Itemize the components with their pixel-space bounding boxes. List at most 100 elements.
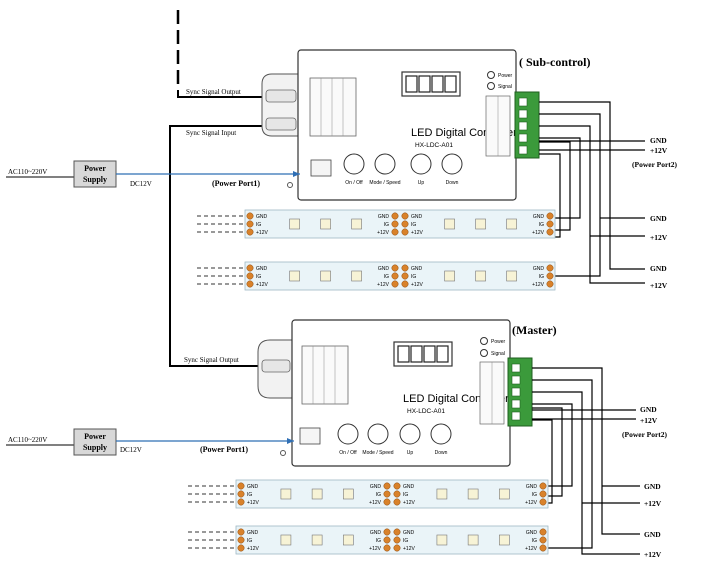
on-off-button-sub [343, 153, 365, 175]
svg-text:GND: GND [650, 136, 667, 145]
power-port1-label-master: (Power Port1) [200, 445, 248, 454]
ac-label-sub: AC110~220V [8, 168, 47, 176]
led-chip [506, 270, 517, 282]
ac-label-master: AC110~220V [8, 436, 47, 444]
svg-text:GND: GND [411, 266, 423, 272]
svg-text:Power: Power [84, 432, 106, 441]
svg-text:GND: GND [403, 530, 415, 536]
led-chip [475, 218, 486, 230]
svg-text:GND: GND [650, 264, 667, 273]
led-chip [499, 534, 510, 546]
sync-output-wire-sub [177, 90, 262, 98]
dc-label-master: DC12V [120, 446, 142, 454]
svg-text:Supply: Supply [83, 175, 107, 184]
power-port2-wires-master [532, 367, 640, 555]
svg-text:GND: GND [370, 530, 382, 536]
svg-text:IG: IG [539, 222, 544, 228]
up-button-master [399, 423, 421, 445]
svg-text:Signal: Signal [498, 84, 512, 90]
led-chip [506, 218, 517, 230]
svg-text:IG: IG [247, 492, 252, 498]
power-indicator-sub [487, 71, 495, 79]
svg-text:GND: GND [247, 484, 259, 490]
led-chip [320, 270, 331, 282]
sync-link-wire [169, 125, 262, 367]
power-indicator-master [480, 337, 488, 345]
terminal-block-master [507, 357, 533, 427]
mode-speed-button-sub [374, 153, 396, 175]
svg-text:Supply: Supply [83, 443, 107, 452]
led-chip [499, 488, 510, 500]
svg-text:IG: IG [376, 538, 381, 544]
led-chip [475, 270, 486, 282]
led-chip [311, 488, 323, 500]
controller-model-master: HX-LDC-A01 [407, 408, 445, 415]
svg-text:GND: GND [247, 530, 259, 536]
svg-text:Mode / Speed: Mode / Speed [362, 450, 393, 456]
svg-text:IG: IG [403, 538, 408, 544]
svg-text:GND: GND [411, 214, 423, 220]
svg-text:+12V: +12V [650, 233, 668, 242]
svg-text:GND: GND [370, 484, 382, 490]
svg-text:GND: GND [256, 266, 268, 272]
sync-connector-sub [261, 73, 299, 137]
led-chip [444, 218, 455, 230]
svg-text:GND: GND [650, 214, 667, 223]
svg-text:Mode / Speed: Mode / Speed [369, 180, 400, 186]
svg-text:+12V: +12V [650, 146, 668, 155]
svg-text:Up: Up [407, 450, 414, 456]
svg-text:GND: GND [640, 405, 657, 414]
svg-text:GND: GND [378, 214, 390, 220]
svg-text:GND: GND [533, 214, 545, 220]
svg-text:Up: Up [418, 180, 425, 186]
svg-text:IG: IG [403, 492, 408, 498]
svg-text:IG: IG [532, 492, 537, 498]
controller-model-sub: HX-LDC-A01 [415, 142, 453, 149]
power-port2-label-sub: (Power Port2) [632, 160, 678, 169]
svg-text:+12V: +12V [403, 500, 415, 506]
led-chip [436, 534, 448, 546]
svg-text:+12V: +12V [377, 282, 389, 288]
svg-text:+12V: +12V [532, 230, 544, 236]
sync-output-label-master: Sync Signal Output [184, 356, 239, 364]
sync-connector-master [257, 339, 293, 399]
svg-text:GND: GND [644, 482, 661, 491]
svg-text:IG: IG [384, 222, 389, 228]
svg-text:IG: IG [256, 222, 261, 228]
svg-text:Power: Power [84, 164, 106, 173]
led-strips-master: GND GND IG IG +12V +12V GND GND IG IG +12V +12V GND G… [188, 479, 549, 555]
led-chip [467, 488, 479, 500]
svg-text:+12V: +12V [403, 546, 415, 552]
svg-text:IG: IG [384, 274, 389, 280]
led-chip [289, 218, 300, 230]
svg-text:IG: IG [539, 274, 544, 280]
svg-text:Down: Down [446, 180, 459, 186]
led-chip [320, 218, 331, 230]
dc-jack-sub [310, 159, 332, 177]
svg-text:GND: GND [526, 530, 538, 536]
svg-text:+12V: +12V [369, 546, 381, 552]
svg-text:GND: GND [378, 266, 390, 272]
svg-text:+12V: +12V [369, 500, 381, 506]
led-chip [444, 270, 455, 282]
led-chip [311, 534, 323, 546]
power-port1-label-sub: (Power Port1) [212, 179, 260, 188]
svg-text:+12V: +12V [525, 500, 537, 506]
svg-text:IG: IG [411, 222, 416, 228]
svg-text:+12V: +12V [532, 282, 544, 288]
led-strips-sub: GND GND IG IG +12V +12V GND GND IG IG +12V +12V GND G… [197, 209, 556, 291]
sync-output-label-sub: Sync Signal Output [186, 88, 241, 96]
led-chip [280, 488, 292, 500]
terminal-block-sub [514, 91, 540, 159]
svg-text:+12V: +12V [247, 546, 259, 552]
svg-text:+12V: +12V [411, 282, 423, 288]
led-chip [343, 534, 354, 546]
on-off-button-master [337, 423, 359, 445]
sub-control-title: ( Sub-control) [519, 55, 590, 69]
dc-label-sub: DC12V [130, 180, 152, 188]
svg-text:+12V: +12V [256, 230, 268, 236]
svg-text:On / Off: On / Off [339, 450, 357, 456]
led-chip [343, 488, 354, 500]
